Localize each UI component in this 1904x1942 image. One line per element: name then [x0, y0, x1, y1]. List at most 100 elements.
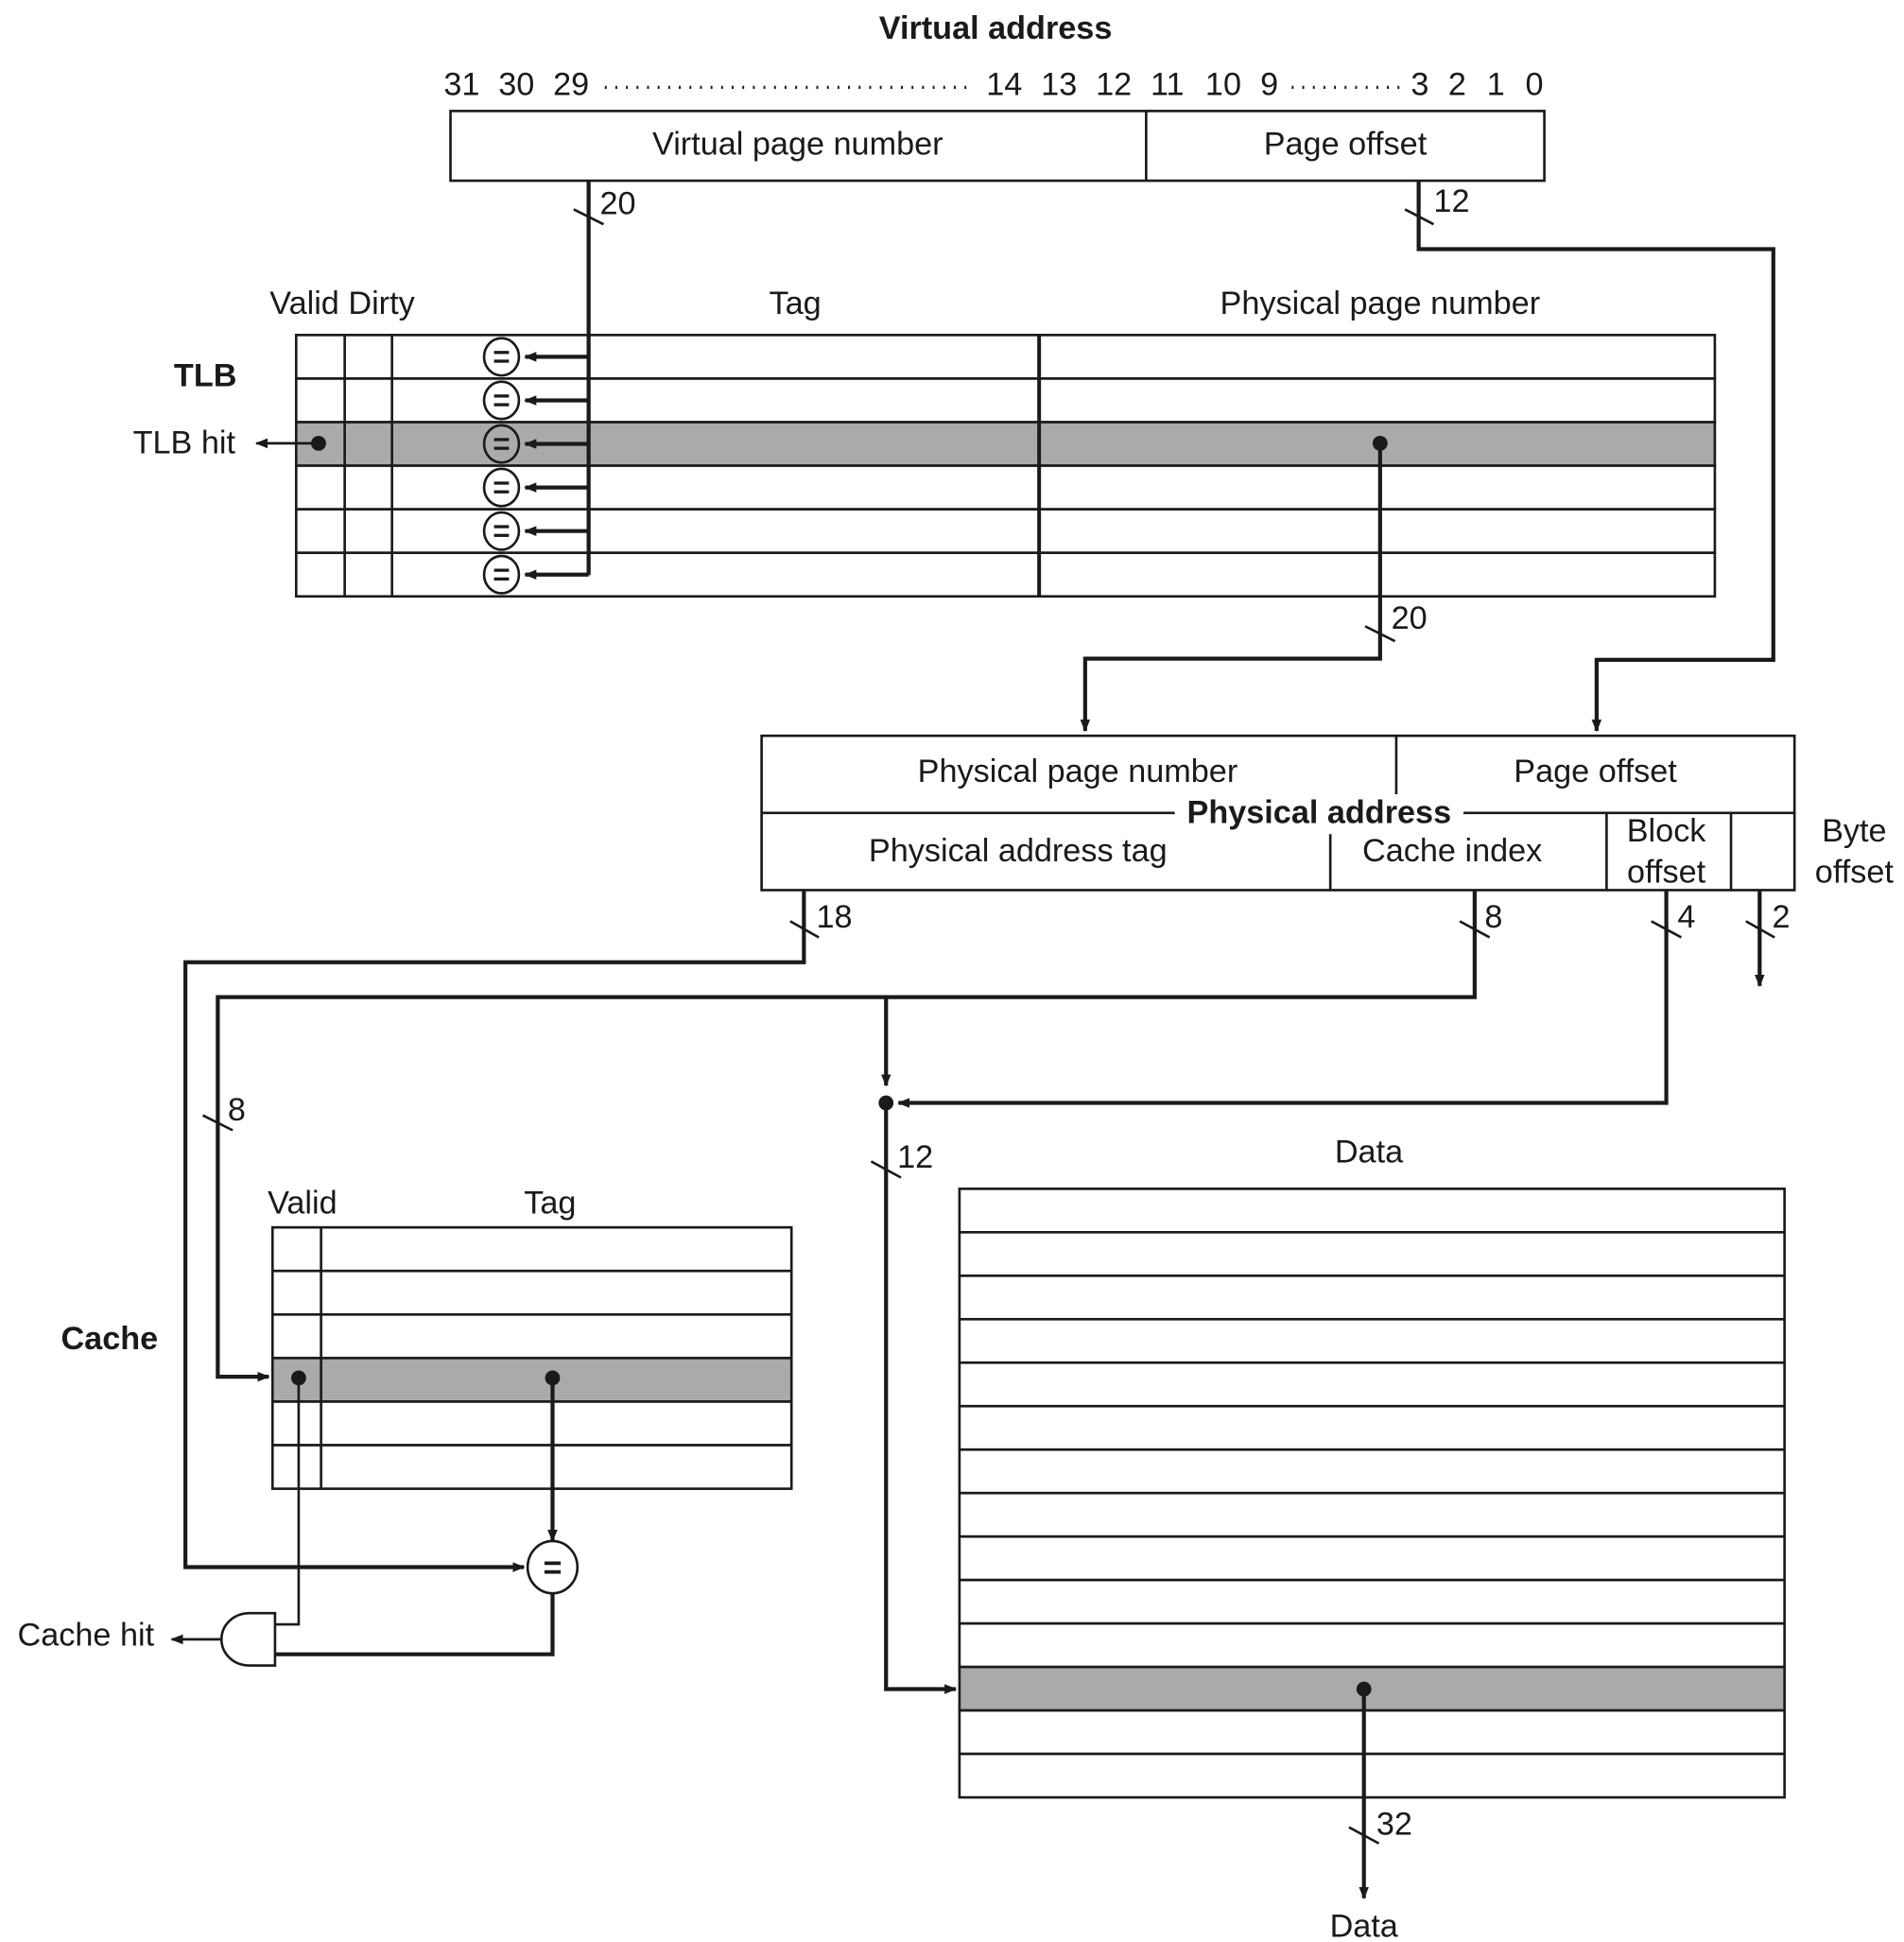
cache-hit-label: Cache hit [18, 1617, 155, 1653]
virtual-address-box [449, 110, 1546, 182]
pa-cache-index-field: Cache index [1362, 833, 1542, 869]
tlb-ppn-header: Physical page number [1220, 286, 1541, 321]
cache-index-width-label: 8 [228, 1092, 246, 1128]
pa-tag-bus-width: 18 [817, 899, 853, 935]
pa-ppn-field: Physical page number [918, 754, 1238, 789]
bit-label: 1 [1487, 66, 1505, 102]
cache-row [270, 1269, 793, 1316]
cache-label: Cache [61, 1321, 158, 1357]
data-row [958, 1491, 1786, 1538]
bus-width-tick [870, 1160, 902, 1179]
bit-label: 11 [1151, 66, 1185, 102]
page-offset-field: Page offset [1264, 126, 1428, 162]
pa-block-offset-line2: offset [1627, 855, 1706, 891]
data-index-bus [884, 1102, 958, 1694]
bus-join-dot [878, 1095, 894, 1111]
pa-page-offset-field: Page offset [1514, 754, 1677, 789]
data-row [958, 1448, 1786, 1495]
cache-index-bus-width: 8 [1484, 899, 1502, 935]
data-row [958, 1317, 1786, 1364]
tlb-comparator [482, 467, 521, 508]
bus-width-tick [1459, 920, 1491, 939]
block-offset-bus [897, 890, 1669, 1108]
data-row [958, 1188, 1786, 1234]
bus-width-tick [201, 1114, 234, 1132]
cache-row [270, 1312, 793, 1360]
data-row [958, 1231, 1786, 1277]
data-output-label: Data [1330, 1908, 1399, 1942]
virtual-address-bit-labels: 31 30 29 14 13 12 11 10 9 3 2 1 0 [443, 66, 1543, 102]
byte-offset-bus-width: 2 [1772, 899, 1790, 935]
data-row [958, 1708, 1786, 1756]
tlb-tag-header: Tag [770, 286, 822, 321]
byte-offset-line2: offset [1815, 855, 1895, 891]
data-row [958, 1361, 1786, 1408]
ppn-bus [1080, 442, 1382, 733]
bit-label: 2 [1448, 66, 1466, 102]
cache-comparator: = [526, 1539, 580, 1595]
data-array-label: Data [1335, 1135, 1404, 1170]
bus-width-tick [1651, 920, 1683, 939]
bit-label: 29 [553, 66, 589, 102]
page-offset-bus-width: 12 [1433, 183, 1469, 219]
bus-width-tick [573, 208, 605, 226]
physical-address-title: Physical address [1187, 794, 1452, 830]
data-array-table [958, 1188, 1786, 1799]
cache-row [270, 1444, 793, 1490]
cache-row [270, 1225, 793, 1273]
bit-label: 12 [1096, 66, 1132, 102]
comparator-out-wire [274, 1593, 555, 1656]
bus-width-tick [1364, 625, 1396, 643]
tlb-valid-header: Valid [269, 286, 339, 321]
bus-width-tick [1404, 208, 1435, 226]
and-gate-icon [220, 1611, 277, 1667]
tlb-comparator [482, 380, 521, 421]
tlb-comparator [482, 511, 521, 551]
ppn-bus-width: 20 [1392, 600, 1428, 636]
bus-width-tick [1745, 920, 1775, 939]
data-row [958, 1578, 1786, 1625]
page-offset-bus [1416, 181, 1775, 733]
bit-label: 0 [1526, 66, 1544, 102]
tlb-comparator [482, 554, 521, 595]
data-out-width: 32 [1376, 1807, 1412, 1843]
bit-label: 13 [1041, 66, 1077, 102]
cache-tag-header: Tag [524, 1186, 576, 1222]
virtual-address-register: Virtual page number Page offset [449, 110, 1546, 182]
data-row [958, 1535, 1786, 1582]
physical-address-register: Physical page number Page offset Physica… [760, 734, 1895, 892]
data-row [958, 1274, 1786, 1321]
cache-table [270, 1225, 793, 1490]
cache-index-bus [216, 890, 1477, 1382]
cache-valid-header: Valid [268, 1186, 338, 1222]
data-index-width: 12 [897, 1139, 933, 1175]
pa-block-offset-line1: Block [1627, 813, 1707, 849]
bit-label: 10 [1205, 66, 1241, 102]
bit-label: 9 [1260, 66, 1278, 102]
virtual-page-number-field: Virtual page number [652, 126, 943, 162]
data-row [958, 1404, 1786, 1451]
cache-valid-wire [274, 1378, 301, 1626]
tlb-valid-dirty-header: Valid Dirty [269, 286, 415, 321]
bit-label: 30 [498, 66, 534, 102]
byte-offset-line1: Byte [1822, 813, 1886, 849]
vpn-bus-width: 20 [599, 186, 635, 222]
data-row [958, 1752, 1786, 1799]
data-row [958, 1621, 1786, 1669]
bit-label: 31 [443, 66, 479, 102]
cache-hit-row [270, 1357, 793, 1403]
tlb-hit-label: TLB hit [133, 425, 236, 460]
tlb-comparators [482, 335, 591, 595]
cache-row [270, 1400, 793, 1447]
tlb-dirty-header: Dirty [348, 286, 415, 321]
tlb-label: TLB [174, 357, 237, 393]
pa-tag-field: Physical address tag [869, 833, 1168, 869]
bus-width-tick [1348, 1826, 1380, 1845]
equals-icon: = [543, 1550, 562, 1586]
tlb-comparator [482, 337, 521, 377]
tlb-comparator [482, 424, 521, 464]
virtual-address-title: Virtual address [879, 10, 1113, 46]
block-offset-bus-width: 4 [1677, 899, 1695, 935]
data-hit-row [958, 1665, 1786, 1712]
